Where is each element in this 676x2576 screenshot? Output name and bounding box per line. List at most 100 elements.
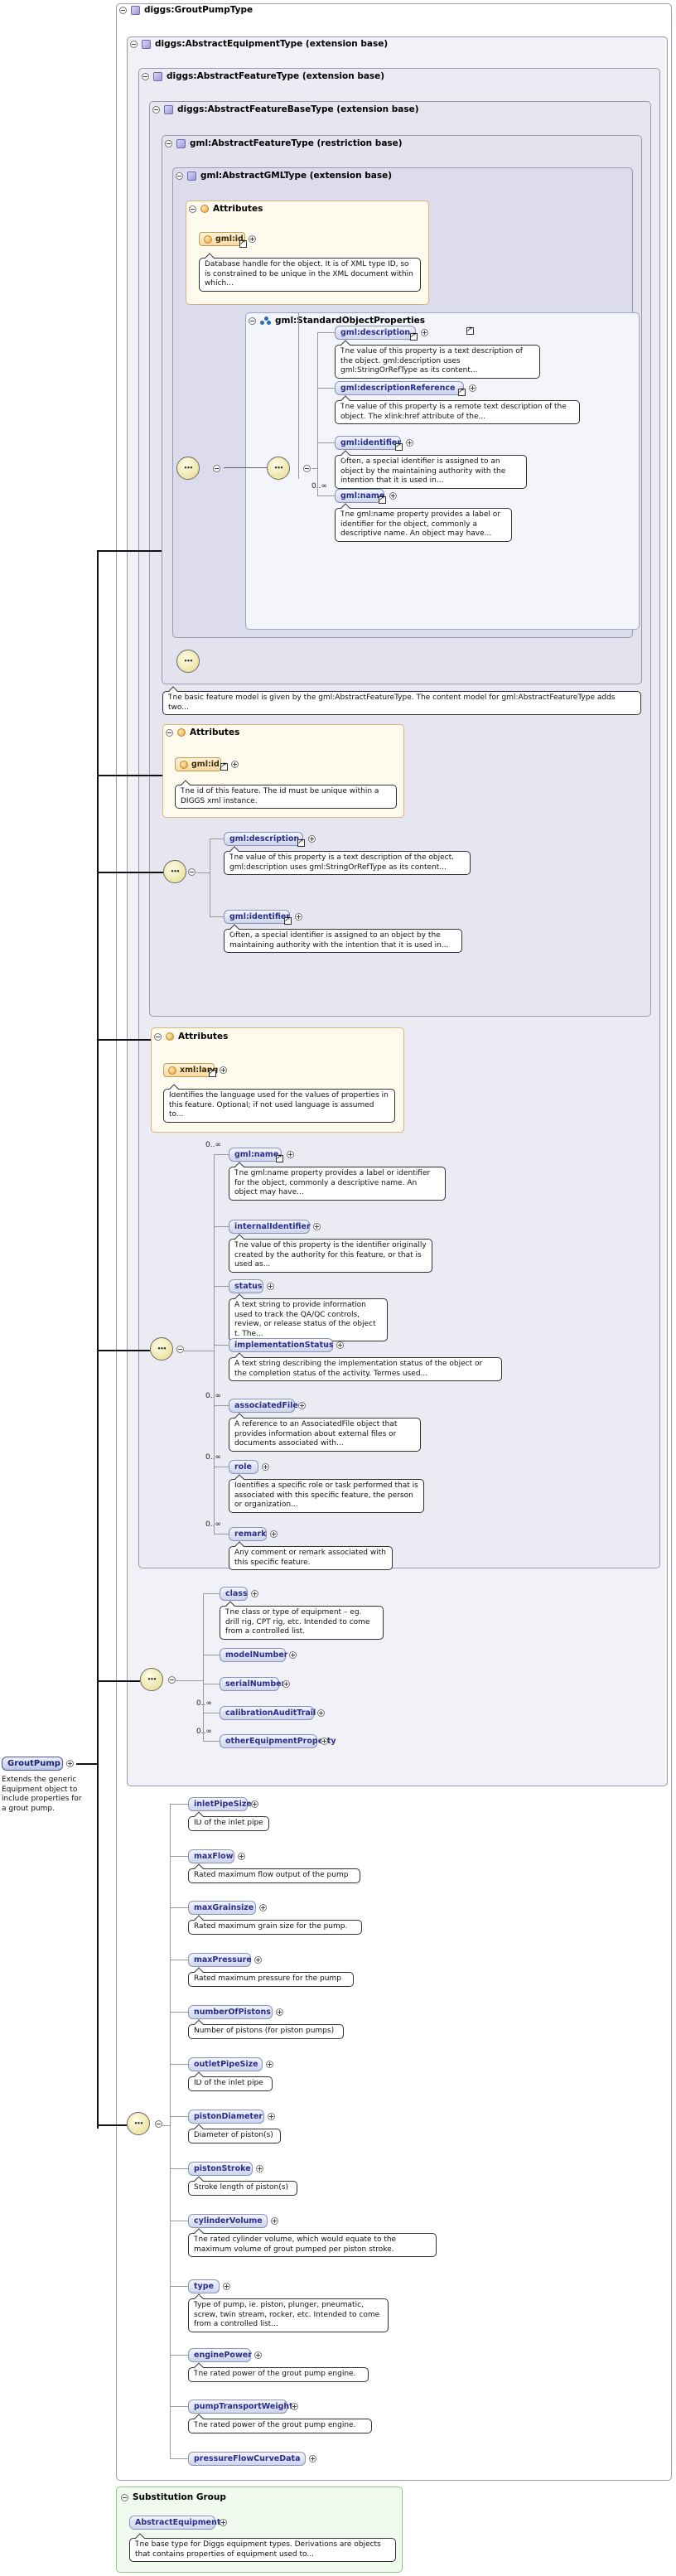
expand-icon[interactable] [291, 2403, 298, 2410]
property-element[interactable]: maxGrainsize [188, 1901, 256, 1915]
collapse-icon[interactable] [188, 868, 196, 876]
expand-icon[interactable] [317, 1709, 325, 1717]
expand-icon[interactable] [267, 1283, 274, 1290]
sequence-compositor-icon: ••• [267, 457, 290, 480]
collapse-icon[interactable] [165, 139, 172, 147]
expand-icon[interactable] [309, 2455, 316, 2462]
property-element[interactable]: status [229, 1279, 263, 1293]
expand-icon[interactable] [66, 1760, 74, 1767]
property-element[interactable]: maxPressure [188, 1953, 252, 1967]
collapse-icon[interactable] [189, 205, 196, 213]
element-doc: ID of the inlet pipe [188, 1816, 269, 1831]
property-element[interactable]: gml:identifier [335, 436, 401, 450]
expand-icon[interactable] [389, 492, 397, 500]
expand-icon[interactable] [287, 1151, 294, 1158]
expand-icon[interactable] [421, 329, 428, 336]
expand-icon[interactable] [256, 2165, 263, 2172]
expand-icon[interactable] [220, 2519, 227, 2526]
expand-icon[interactable] [271, 2217, 278, 2225]
property-element[interactable]: pistonStroke [188, 2162, 253, 2176]
collapse-icon[interactable] [249, 317, 256, 325]
collapse-icon[interactable] [168, 1676, 176, 1684]
collapse-icon[interactable] [130, 40, 138, 48]
property-element[interactable]: pressureFlowCurveData [188, 2452, 306, 2466]
property-element[interactable]: associatedFile [229, 1399, 298, 1413]
property-element[interactable]: gml:name [229, 1148, 282, 1162]
expand-icon[interactable] [268, 2113, 275, 2120]
expand-icon[interactable] [313, 1223, 321, 1230]
expand-icon[interactable] [276, 2008, 283, 2016]
property-element[interactable]: cylinderVolume [188, 2214, 268, 2228]
sequence-compositor-icon: ••• [176, 650, 200, 673]
expand-icon[interactable] [220, 1066, 227, 1074]
type-title: diggs:AbstractFeatureBaseType (extension… [177, 104, 419, 114]
collapse-icon[interactable] [213, 465, 220, 472]
group-title: gml:StandardObjectProperties [275, 316, 425, 326]
expand-icon[interactable] [249, 235, 256, 243]
expand-icon[interactable] [289, 1651, 297, 1659]
expand-icon[interactable] [254, 2351, 262, 2359]
collapse-icon[interactable] [176, 172, 183, 180]
collapse-icon[interactable] [119, 6, 127, 14]
expand-icon[interactable] [251, 1590, 258, 1597]
property-element[interactable]: calibrationAuditTrail [220, 1706, 316, 1720]
reference-icon [209, 1067, 216, 1077]
expand-icon[interactable] [223, 2283, 230, 2290]
collapse-icon[interactable] [154, 1032, 162, 1041]
collapse-icon[interactable] [166, 728, 173, 737]
collapse-icon[interactable] [303, 465, 311, 472]
expand-icon[interactable] [282, 1680, 290, 1688]
property-element[interactable]: maxFlow [188, 1849, 234, 1863]
feature-type-header: diggs:AbstractFeatureType (extension bas… [142, 71, 384, 81]
expand-icon[interactable] [336, 1341, 344, 1349]
property-element[interactable]: numberOfPistons [188, 2005, 273, 2019]
expand-icon[interactable] [270, 1530, 278, 1538]
root-element-groutpump[interactable]: GroutPump [2, 1757, 63, 1771]
collapse-icon[interactable] [155, 2120, 162, 2128]
property-element[interactable]: outletPipeSize [188, 2057, 263, 2071]
gml-feature-type-header: gml:AbstractFeatureType (restriction bas… [165, 138, 403, 148]
property-element[interactable]: role [229, 1460, 258, 1474]
property-element[interactable]: gml:identifier [224, 910, 290, 924]
collapse-icon[interactable] [152, 105, 160, 114]
expand-icon[interactable] [259, 1904, 267, 1911]
collapse-icon[interactable] [176, 1346, 184, 1353]
property-element[interactable]: gml:descriptionReference [335, 381, 464, 395]
property-element[interactable]: gml:name [335, 489, 384, 503]
expand-icon[interactable] [231, 761, 239, 768]
expand-icon[interactable] [266, 2061, 273, 2068]
element-doc: The rated power of the grout pump engine… [188, 2419, 372, 2433]
substitution-element[interactable]: AbstractEquipment [129, 2516, 220, 2530]
property-element[interactable]: enginePower [188, 2348, 252, 2362]
expand-icon[interactable] [298, 1402, 306, 1409]
expand-icon[interactable] [295, 913, 302, 921]
property-element[interactable]: gml:description [224, 832, 303, 846]
expand-icon[interactable] [406, 439, 413, 447]
attribute-icon [180, 760, 188, 769]
property-element[interactable]: type [188, 2279, 220, 2293]
property-element[interactable]: class [220, 1587, 248, 1601]
expand-icon[interactable] [469, 384, 476, 392]
collapse-icon[interactable] [121, 2493, 128, 2501]
element-doc: A text string to provide information use… [229, 1298, 388, 1341]
expand-icon[interactable] [254, 1956, 262, 1964]
property-element[interactable]: modelNumber [220, 1648, 287, 1662]
attr-xml-lang[interactable]: xml:lang [163, 1063, 218, 1077]
property-element[interactable]: serialNumber [220, 1677, 285, 1691]
property-element[interactable]: otherEquipmentProperty [220, 1734, 336, 1748]
property-element[interactable]: gml:description [335, 326, 416, 340]
property-element[interactable]: internalIdentifier [229, 1220, 311, 1234]
expand-icon[interactable] [251, 1800, 258, 1808]
attr-gml-id[interactable]: gml:id [175, 757, 221, 771]
property-element[interactable]: inletPipeSize [188, 1797, 252, 1811]
property-element[interactable]: pistonDiameter [188, 2110, 264, 2124]
property-element[interactable]: remark [229, 1527, 267, 1541]
property-element[interactable]: implementationStatus [229, 1338, 334, 1352]
collapse-icon[interactable] [142, 72, 149, 80]
expand-icon[interactable] [321, 1737, 328, 1745]
property-element[interactable]: pumpTransportWeight [188, 2400, 293, 2414]
expand-icon[interactable] [262, 1463, 269, 1471]
expand-icon[interactable] [308, 835, 316, 843]
attr-gml-id[interactable]: gml:id [199, 232, 245, 246]
expand-icon[interactable] [238, 1853, 245, 1860]
